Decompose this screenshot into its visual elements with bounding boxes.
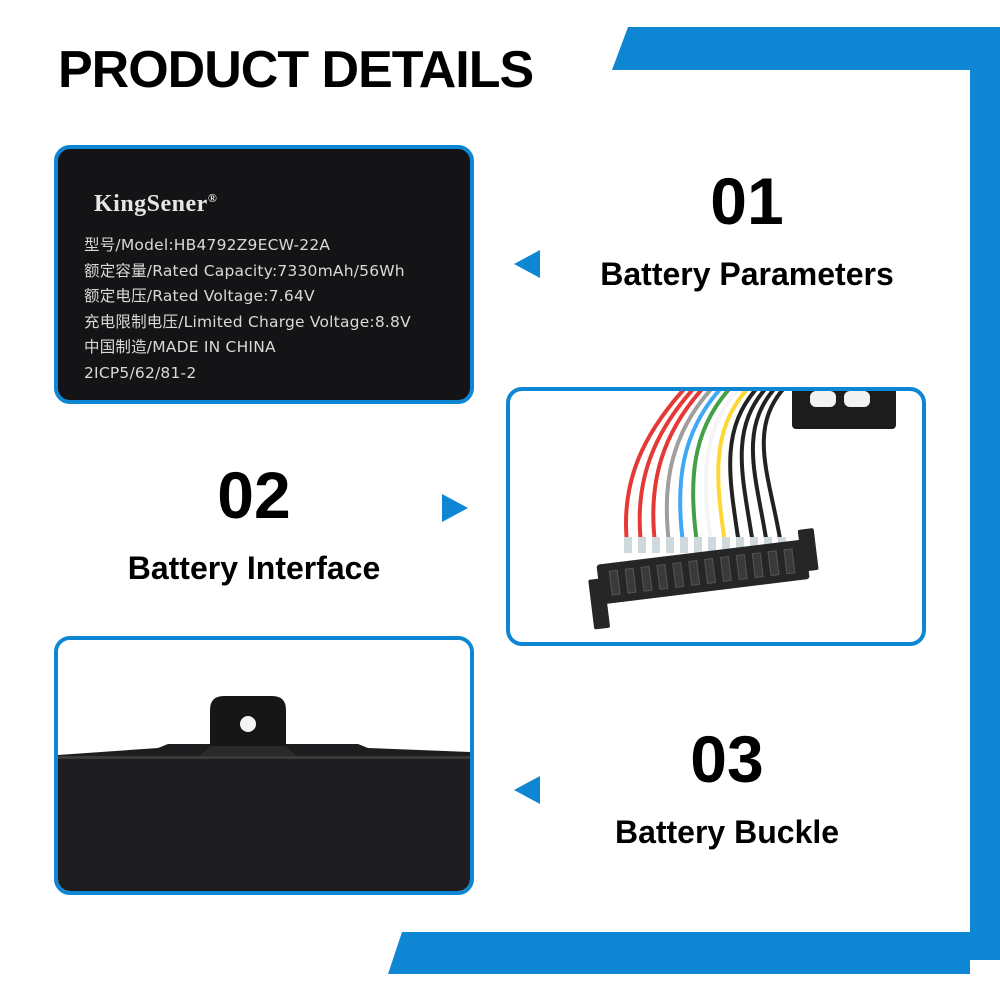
- wire: [678, 391, 722, 553]
- wire: [703, 391, 740, 553]
- connector-pin: [608, 569, 621, 596]
- battery-label-panel: KingSener® 型号/Model:HB4792Z9ECW-22A 额定容量…: [54, 145, 474, 404]
- feature-number: 02: [217, 458, 291, 532]
- wire: [750, 391, 776, 553]
- buckle-photo-panel: [54, 636, 474, 895]
- buckle-hole: [240, 716, 256, 732]
- wire-crimp: [722, 537, 730, 553]
- connector-pin: [672, 561, 685, 588]
- wire: [637, 391, 695, 553]
- wire: [664, 391, 713, 553]
- wire-crimp: [652, 537, 660, 553]
- wire-crimp: [624, 537, 632, 553]
- wire-crimp: [736, 537, 744, 553]
- wire-crimp: [750, 537, 758, 553]
- spec-voltage: 额定电压/Rated Voltage:7.64V: [84, 287, 315, 305]
- spec-model: 型号/Model:HB4792Z9ECW-22A: [84, 236, 331, 254]
- connector-pin: [719, 556, 732, 583]
- connector-pin: [783, 548, 796, 575]
- connector-pin: [688, 559, 701, 586]
- wire: [739, 391, 767, 553]
- feature-battery-buckle: 03 Battery Buckle: [596, 724, 858, 852]
- connector-pin: [767, 550, 780, 577]
- feature-number: 03: [690, 722, 764, 796]
- wire-crimp: [680, 537, 688, 553]
- wire-crimp: [708, 537, 716, 553]
- feature-battery-parameters: 01 Battery Parameters: [586, 166, 908, 294]
- brand-name: KingSener®: [94, 191, 217, 218]
- wire: [761, 391, 785, 553]
- wire-bundle: [623, 391, 786, 553]
- connector-photo-panel: [506, 387, 926, 646]
- feature-name: Battery Parameters: [600, 256, 894, 292]
- right-triangle-icon: [442, 494, 468, 522]
- wire: [691, 391, 731, 553]
- spec-charge-voltage: 充电限制电压/Limited Charge Voltage:8.8V: [84, 312, 411, 331]
- left-triangle-icon: [514, 776, 540, 804]
- page-title: PRODUCT DETAILS: [58, 41, 534, 99]
- connector-illustration: [588, 391, 896, 630]
- registered-mark: ®: [207, 191, 218, 205]
- frame-bottom-band: [388, 932, 970, 974]
- spec-lines: 型号/Model:HB4792Z9ECW-22A 额定容量/Rated Capa…: [84, 233, 411, 386]
- connector-housing: [588, 528, 819, 630]
- battery-edge: [58, 744, 470, 891]
- plug-hole: [844, 391, 870, 407]
- feature-number: 01: [710, 164, 784, 238]
- connector-pin: [751, 552, 764, 579]
- feature-name: Battery Buckle: [614, 814, 840, 850]
- feature-battery-interface: 02 Battery Interface: [104, 460, 404, 588]
- wire-crimp: [694, 537, 702, 553]
- wire-crimp: [638, 537, 646, 553]
- brand-text: KingSener: [94, 191, 208, 217]
- spec-capacity: 额定容量/Rated Capacity:7330mAh/56Wh: [84, 261, 405, 280]
- left-triangle-icon: [514, 250, 540, 278]
- spec-origin: 中国制造/MADE IN CHINA: [84, 338, 276, 356]
- connector-pin: [704, 558, 716, 584]
- plug-block: [792, 391, 896, 429]
- wire-crimp: [666, 537, 674, 553]
- plug-hole: [810, 391, 836, 407]
- connector-pin: [640, 565, 653, 592]
- wire: [651, 391, 704, 553]
- spec-cell-code: 2ICP5/62/81-2: [84, 363, 197, 382]
- buckle-illustration: [58, 640, 470, 891]
- wire: [728, 391, 758, 553]
- connector-pin: [624, 567, 637, 594]
- connector-pin: [656, 563, 669, 590]
- wire: [716, 391, 749, 553]
- connector-pin: [735, 554, 748, 581]
- feature-name: Battery Interface: [127, 550, 381, 586]
- wire: [623, 391, 686, 553]
